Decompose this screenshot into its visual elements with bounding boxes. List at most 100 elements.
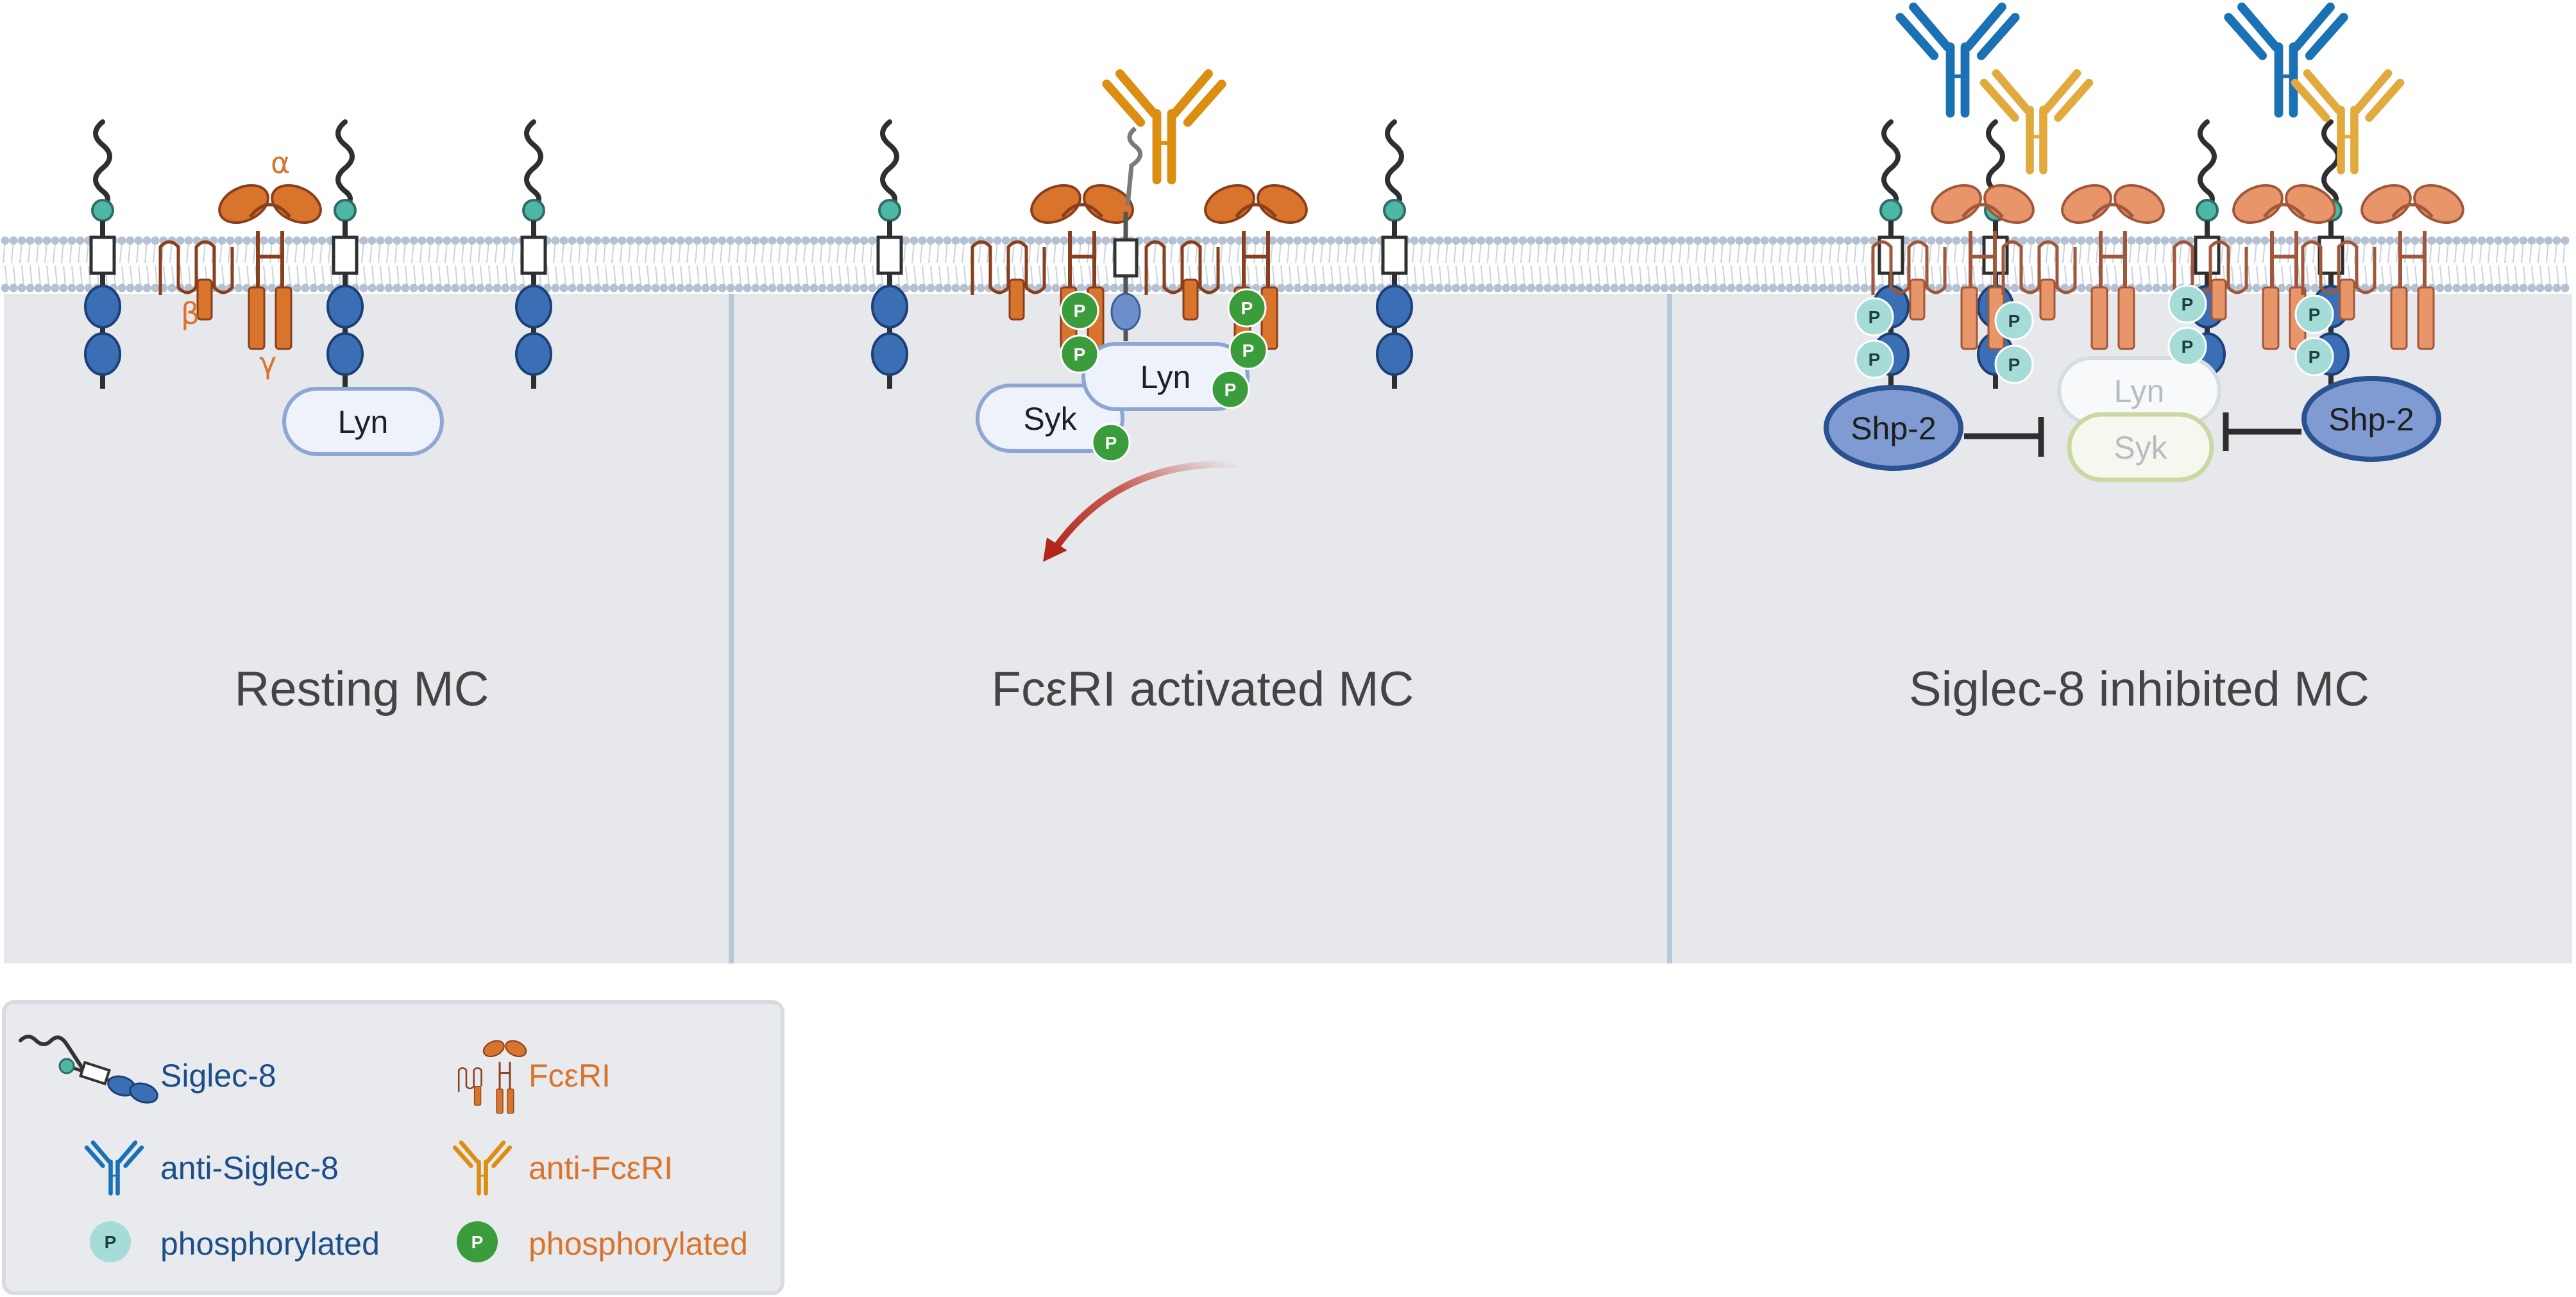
- alpha-domain: [218, 183, 269, 225]
- legend-phospho-fceri-label: phosphorylated: [529, 1226, 748, 1262]
- phospho-mark-text: P: [2182, 337, 2194, 357]
- alpha-transmembrane: [2099, 231, 2127, 294]
- alpha-domain: [2232, 183, 2284, 225]
- alpha-transmembrane: [1068, 231, 1096, 294]
- alpha-domain: [1257, 183, 1308, 225]
- fab-arm: [1976, 13, 2020, 60]
- transmembrane-domain: [1381, 235, 1408, 275]
- fab-arm: [1895, 13, 1939, 60]
- lyn-label: Lyn: [2114, 373, 2165, 409]
- phospho-green: P: [1060, 334, 1099, 374]
- anti-siglec8-antibody: [2224, 3, 2348, 118]
- siglec8-legend-icon: [19, 1035, 158, 1104]
- anti-siglec8-antibody: [1895, 3, 2020, 118]
- itim-domain: [84, 285, 121, 328]
- binding-domain: [1383, 199, 1406, 222]
- phospho-green: P: [1210, 369, 1250, 409]
- phospho-light: P: [2294, 294, 2334, 334]
- shp2-right: Shp-2: [2301, 376, 2441, 462]
- phospho-mark-text: P: [1241, 298, 1253, 318]
- lyn-label: Lyn: [1140, 359, 1191, 395]
- siglec8-receptor: [515, 119, 552, 389]
- phospho-mark-text: P: [2309, 305, 2321, 325]
- fab-arm: [84, 1145, 105, 1168]
- antibody-glyph: [452, 1140, 513, 1196]
- panel-title-inhibited: Siglec-8 inhibited MC: [1909, 662, 2369, 716]
- beta-chain: [2173, 240, 2248, 295]
- activation-arrow: [1048, 461, 1241, 557]
- phospho-light: P: [1994, 344, 2034, 384]
- itim-domain: [515, 285, 552, 328]
- alpha-transmembrane: [2398, 231, 2427, 294]
- phospho-mark-text: P: [1224, 380, 1237, 400]
- glycan-chain: [2198, 119, 2217, 212]
- alpha-hinge: [1962, 203, 2004, 218]
- syk-label: Syk: [2114, 430, 2167, 466]
- alpha-transmembrane: [2270, 231, 2298, 294]
- phospho-mark-text: P: [471, 1232, 484, 1252]
- phospho-light: P: [2294, 337, 2334, 377]
- fab-arm: [485, 1140, 506, 1164]
- legend: Siglec-8 FcεRI anti-Siglec-8 anti-FcεRI …: [2, 1000, 784, 1295]
- syk-box-inactive: Syk: [2067, 412, 2214, 482]
- alpha-hinge: [1061, 203, 1103, 218]
- beta-tail: [196, 278, 213, 321]
- legend-siglec8-label: Siglec-8: [160, 1058, 276, 1094]
- anti-fceri-antibody: [1102, 69, 1226, 185]
- phospho-light: P: [2167, 326, 2207, 366]
- beta-chain: [2001, 240, 2077, 295]
- legend-fceri-label: FcεRI: [529, 1058, 611, 1094]
- phospho-mark-text: P: [1242, 341, 1255, 360]
- panel-activated: Syk Lyn FcεRI activated MC: [976, 342, 1414, 716]
- alpha-domain: [2360, 183, 2412, 225]
- alpha-domain: [1983, 183, 2035, 225]
- beta-chain: [158, 240, 234, 295]
- anti-fceri-antibody: [2291, 69, 2405, 174]
- alpha-domain: [2114, 183, 2165, 225]
- fab-arm: [2237, 3, 2280, 51]
- phospho-mark-text: P: [1105, 433, 1117, 453]
- fab-arm: [123, 1145, 144, 1168]
- binding-domain: [522, 199, 545, 222]
- phospho-green: P: [1091, 423, 1131, 462]
- beta-tail: [1909, 278, 1926, 321]
- binding-domain: [2196, 199, 2219, 222]
- beta-chain: [1871, 240, 1947, 295]
- fab-arm: [491, 1145, 513, 1168]
- gamma-chain: [248, 286, 266, 350]
- fab-arm: [2305, 13, 2348, 60]
- phospho-mark-text: P: [2008, 311, 2021, 331]
- beta-chain: [1144, 240, 1220, 295]
- phospho-light: P: [1854, 297, 1894, 337]
- panel-resting: α β γ Lyn Resting MC: [181, 146, 489, 716]
- siglec8-receptor: [1376, 119, 1413, 389]
- transmembrane-domain: [520, 235, 547, 275]
- lyn-label: Lyn: [338, 404, 389, 440]
- gamma-chain: [2262, 286, 2280, 350]
- fab-arm: [1963, 3, 2006, 51]
- fab-arm: [452, 1145, 473, 1168]
- alpha-domain: [1931, 183, 1982, 225]
- syk-box: Syk: [976, 384, 1124, 453]
- fceri-legend-icon: [457, 1040, 527, 1114]
- legend-anti-siglec8-label: anti-Siglec-8: [160, 1150, 339, 1186]
- binding-domain: [91, 199, 114, 222]
- phospho-light: P: [1854, 339, 1894, 379]
- fab-arm: [1102, 80, 1146, 127]
- siglec8-receptor: [84, 119, 121, 389]
- itsm-domain: [515, 332, 552, 376]
- transmembrane-domain: [876, 235, 903, 275]
- binding-domain: [878, 199, 901, 222]
- phospho-mark-text: P: [2008, 355, 2021, 375]
- anti-fceri-legend-icon: [452, 1140, 513, 1196]
- alpha-transmembrane: [1969, 231, 1997, 294]
- inhibition-bar-right: [2223, 412, 2301, 451]
- fab-arm: [2365, 78, 2405, 122]
- itsm-domain: [84, 332, 121, 376]
- phospho-light: P: [1994, 301, 2034, 341]
- panel-title-activated: FcεRI activated MC: [992, 662, 1414, 716]
- anti-siglec8-legend-icon: [84, 1140, 144, 1196]
- beta-chain: [2301, 240, 2377, 295]
- itim-domain: [1376, 285, 1413, 328]
- glycan-chain: [1881, 119, 1901, 212]
